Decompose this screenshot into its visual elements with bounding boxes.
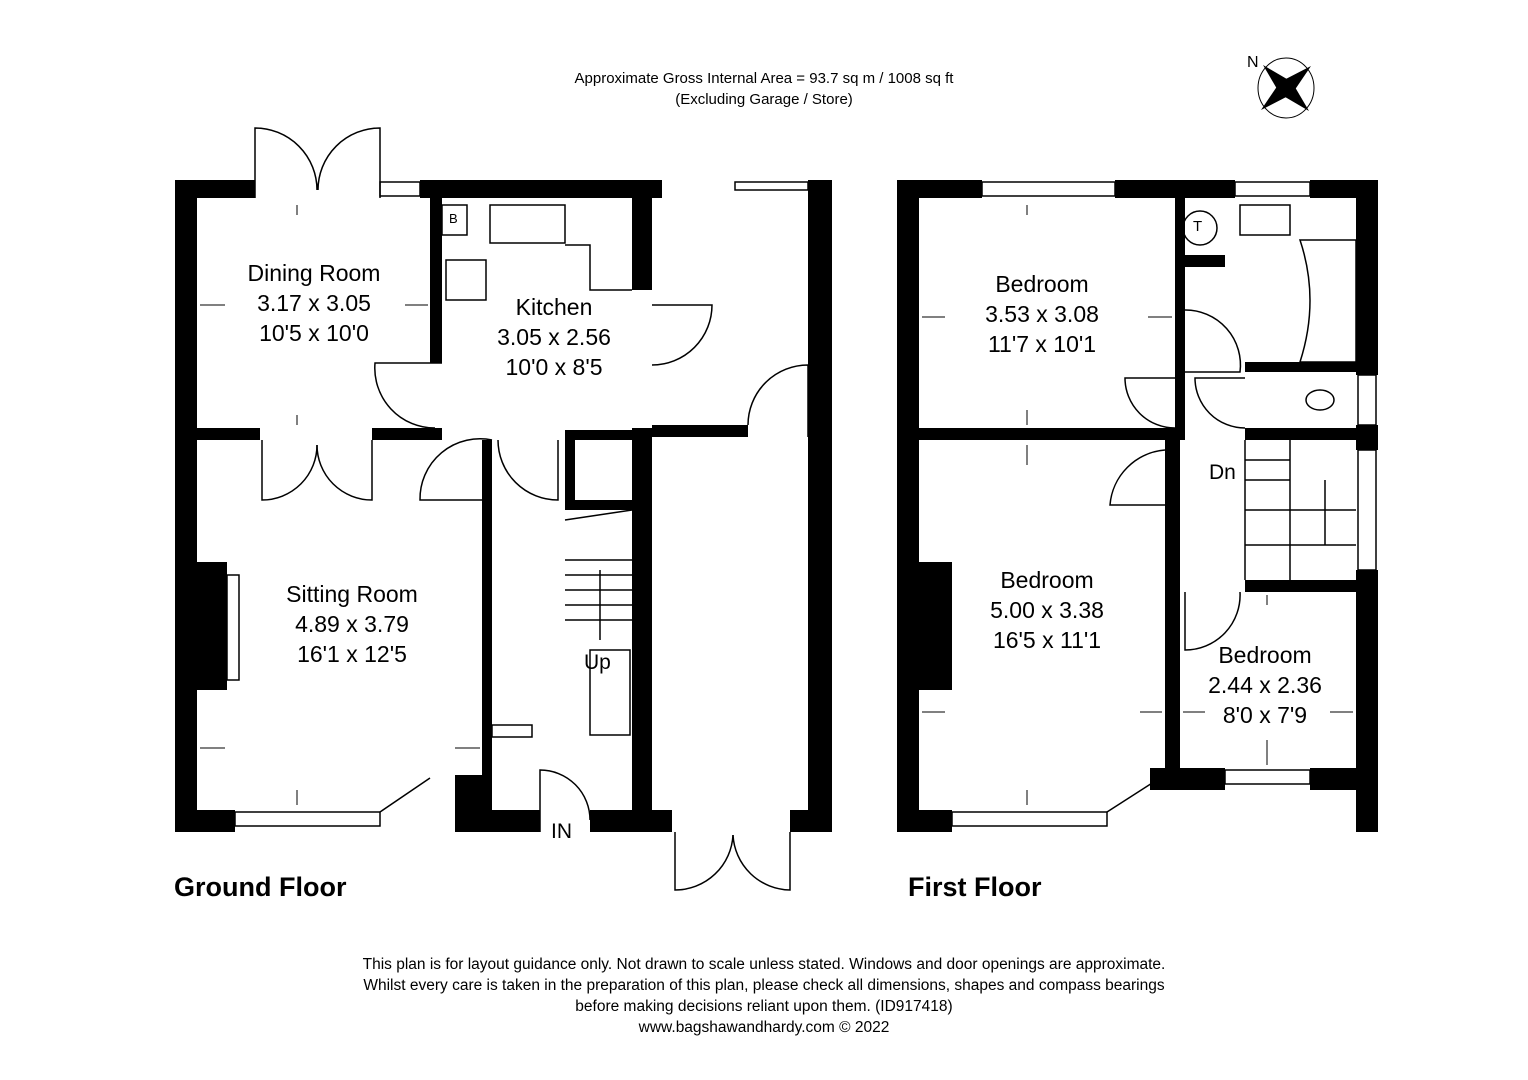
disclaimer: This plan is for layout guidance only. N… [363,954,1166,1038]
room-label-bedroom-3: Bedroom 2.44 x 2.36 8'0 x 7'9 [1208,640,1322,730]
room-name: Bedroom [1218,642,1312,668]
compass-icon [1257,57,1315,119]
dimension-arrows [200,205,1353,805]
room-imperial: 16'5 x 11'1 [992,627,1102,653]
area-summary: Approximate Gross Internal Area = 93.7 s… [575,68,954,110]
gross-area-text: Approximate Gross Internal Area = 93.7 s… [574,70,954,87]
stairs-down-label: Dn [1209,461,1236,484]
room-imperial: 11'7 x 10'1 [987,331,1097,357]
ground-floor-windows-doors [196,127,809,891]
disclaimer-line: before making decisions reliant upon the… [575,998,953,1015]
stairs-up-label: Up [584,651,611,674]
first-floor-walls [897,180,1378,832]
first-floor-title: First Floor [908,872,1042,902]
room-name: Sitting Room [286,581,418,607]
entrance-label: IN [551,820,572,843]
ground-floor-walls [175,180,832,832]
room-name: Kitchen [515,294,593,320]
room-metric: 5.00 x 3.38 [990,597,1104,623]
room-label-kitchen: Kitchen 3.05 x 2.56 10'0 x 8'5 [497,292,611,382]
room-metric: 3.53 x 3.08 [985,301,1099,327]
room-name: Bedroom [1000,567,1094,593]
disclaimer-line: This plan is for layout guidance only. N… [362,956,1166,973]
room-imperial: 10'0 x 8'5 [505,354,603,380]
room-label-bedroom-2: Bedroom 5.00 x 3.38 16'5 x 11'1 [990,565,1104,655]
room-imperial: 8'0 x 7'9 [1222,702,1308,728]
room-label-sitting-room: Sitting Room 4.89 x 3.79 16'1 x 12'5 [286,579,418,669]
first-floor-windows-doors [951,181,1377,827]
room-imperial: 16'1 x 12'5 [297,641,407,667]
room-label-dining-room: Dining Room 3.17 x 3.05 10'5 x 10'0 [248,258,381,348]
boiler-label: B [449,211,458,226]
room-metric: 2.44 x 2.36 [1208,672,1322,698]
room-name: Bedroom [995,271,1089,297]
tank-label: T [1193,218,1203,235]
room-metric: 3.05 x 2.56 [497,324,611,350]
area-exclusion-note: (Excluding Garage / Store) [675,91,853,108]
room-name: Dining Room [247,260,381,286]
compass-north-label: N [1247,54,1259,71]
room-label-bedroom-1: Bedroom 3.53 x 3.08 11'7 x 10'1 [985,269,1099,359]
website-copyright: www.bagshawandhardy.com © 2022 [638,1019,890,1036]
room-imperial: 10'5 x 10'0 [259,320,369,346]
room-metric: 3.17 x 3.05 [257,290,371,316]
disclaimer-line: Whilst every care is taken in the prepar… [363,977,1165,994]
ground-floor-title: Ground Floor [174,872,347,902]
room-metric: 4.89 x 3.79 [295,611,409,637]
